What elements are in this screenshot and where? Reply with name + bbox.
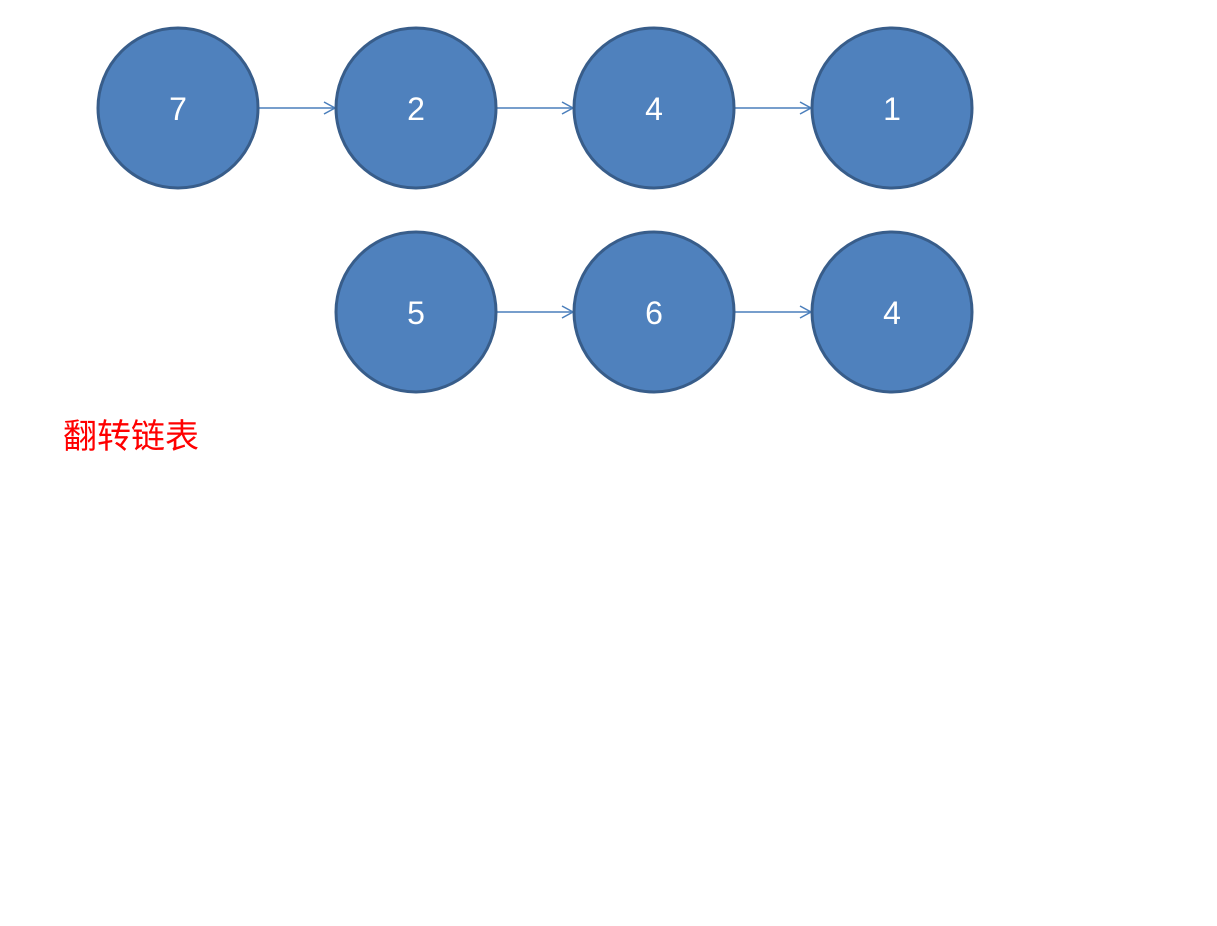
linked-list-2: 5 6 4 <box>334 230 974 394</box>
list-node: 4 <box>572 26 736 190</box>
node-circle <box>334 230 498 394</box>
caption-title: 翻转链表 <box>63 417 199 457</box>
linked-list-1: 7 2 4 1 <box>96 26 974 190</box>
node-value: 7 <box>169 91 187 127</box>
list-node: 1 <box>810 26 974 190</box>
list-node: 6 <box>572 230 736 394</box>
node-circle <box>572 230 736 394</box>
list-node: 2 <box>334 26 498 190</box>
lists-layer: 7 2 4 1 5 6 4 <box>96 26 974 394</box>
node-circle <box>810 26 974 190</box>
list-node: 7 <box>96 26 260 190</box>
node-value: 1 <box>883 91 901 127</box>
node-value: 4 <box>645 91 663 127</box>
node-circle <box>334 26 498 190</box>
node-circle <box>572 26 736 190</box>
node-value: 2 <box>407 91 425 127</box>
list-node: 4 <box>810 230 974 394</box>
node-circle <box>96 26 260 190</box>
node-value: 4 <box>883 295 901 331</box>
node-value: 5 <box>407 295 425 331</box>
node-circle <box>810 230 974 394</box>
node-value: 6 <box>645 295 663 331</box>
list-node: 5 <box>334 230 498 394</box>
